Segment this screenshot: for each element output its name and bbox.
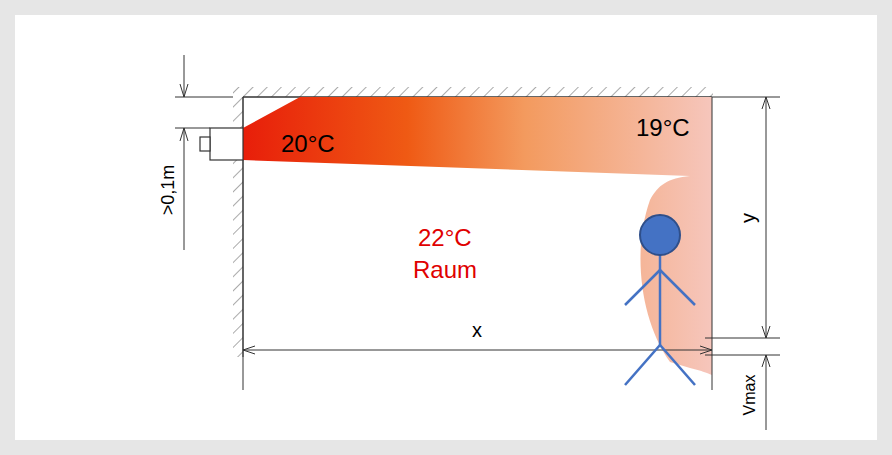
air-jet [243, 97, 712, 375]
temperature-label: 22°C [418, 226, 472, 250]
arrowhead [180, 128, 188, 141]
person-head [640, 215, 680, 255]
extension-line [175, 128, 210, 129]
panel [15, 15, 877, 440]
extension-line [712, 97, 713, 390]
extension-line [705, 355, 780, 356]
extension-line [243, 357, 244, 390]
extension-line [712, 97, 780, 98]
ceiling-hatch [243, 87, 713, 97]
temperature-label: 20°C [281, 132, 335, 156]
dimension-label: >0,1m [159, 163, 177, 218]
dimension-line [243, 350, 712, 351]
nozzle-cap [200, 137, 210, 151]
dimension-label: Vmax [742, 373, 758, 418]
arrowhead [243, 346, 712, 354]
arrowhead [762, 97, 770, 338]
temperature-label: 19°C [636, 116, 690, 140]
dimension-line [766, 97, 767, 338]
arrowhead [762, 355, 770, 367]
arrowhead [180, 84, 188, 97]
dimension-line [184, 55, 185, 97]
dimension-line [184, 128, 185, 250]
person-figure [625, 255, 695, 385]
dimension-line [766, 355, 767, 430]
room-label: Raum [413, 258, 477, 282]
extension-line [705, 338, 780, 339]
dimension-label: y [738, 211, 758, 225]
dimension-label: x [472, 320, 482, 340]
nozzle [210, 128, 243, 160]
